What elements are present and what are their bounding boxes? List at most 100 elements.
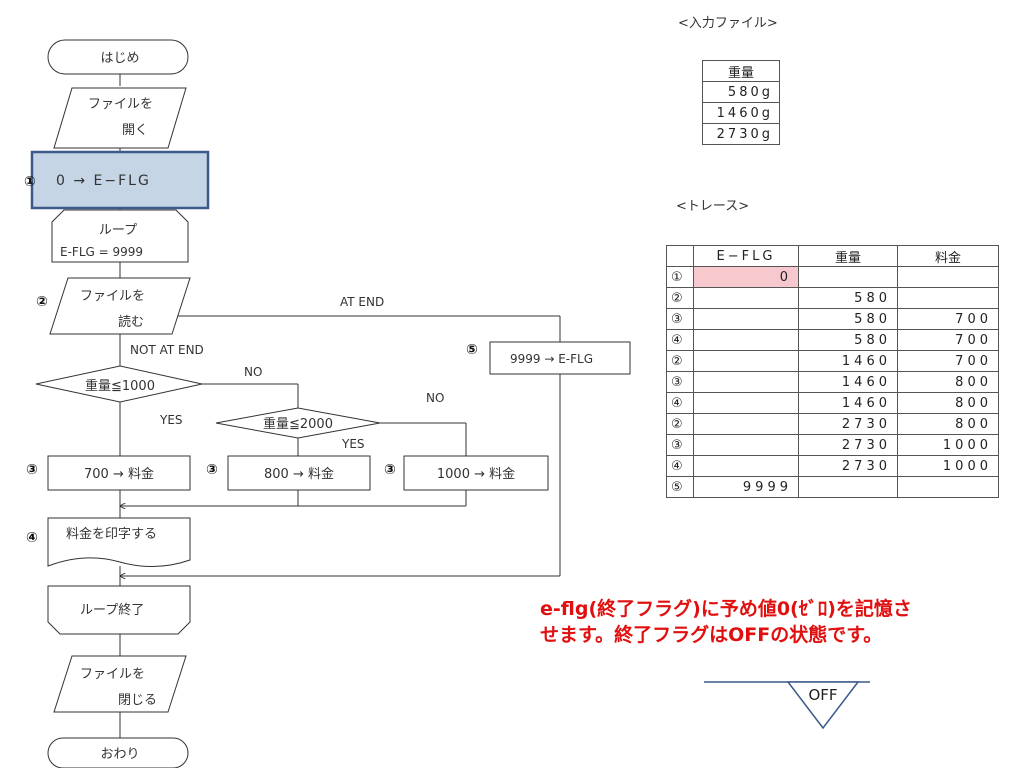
finish-terminal [47,737,189,768]
start-label: はじめ [100,51,139,66]
trace-cell-eflg [693,371,799,393]
end-set-process [489,341,631,375]
trace-header-weight: 重量 [798,245,898,267]
trace-cell-eflg [693,308,799,330]
close-file-io [53,655,187,713]
input-file-row: 1460g [702,102,780,124]
note-line-2: せます。終了フラグはOFFの状態です。 [540,624,883,646]
read-label-1: ファイルを [80,289,145,304]
condition-1-label: 重量≦1000 [85,378,155,394]
fee-1000-process [403,455,549,491]
trace-cell-eflg [693,455,799,477]
marker-1: ① [24,174,36,190]
explanation-note: e-flg(終了フラグ)に予め値0(ｾﾞﾛ)を記憶さ せます。終了フラグはOFF… [540,596,1010,648]
fee-1000-label: 1000 → 料金 [437,466,515,482]
marker-3a: ③ [26,462,38,478]
open-label-2: 開く [122,123,148,138]
trace-cell-step: ③ [666,371,694,393]
trace-cell-weight: 580 [798,329,898,351]
trace-cell-step: ② [666,350,694,372]
trace-cell-weight: 1460 [798,350,898,372]
open-label-1: ファイルを [88,97,153,112]
trace-cell-step: ② [666,287,694,309]
trace-cell-fee: 700 [897,350,999,372]
trace-header-fee: 料金 [897,245,999,267]
not-at-end-label: NOT AT END [130,343,204,357]
input-file-table: 重量 580g 1460g 2730g [702,60,780,145]
loop-label-2: E-FLG = 9999 [60,245,143,259]
trace-cell-eflg [693,413,799,435]
condition-2 [215,407,381,439]
flowchart: はじめ ファイルを 開く 0 → E−FLG ループ E-FLG = 9999 … [24,39,631,768]
trace-cell-weight: 2730 [798,455,898,477]
trace-cell-fee: 800 [897,371,999,393]
trace-cell-step: ④ [666,455,694,477]
trace-cell-step: ④ [666,329,694,351]
trace-cell-step: ① [666,266,694,288]
trace-cell-eflg [693,329,799,351]
yes-label-2: YES [341,437,365,451]
trace-cell-fee: 800 [897,413,999,435]
trace-cell-step: ④ [666,392,694,414]
trace-cell-fee [897,287,999,309]
marker-4: ④ [26,530,38,546]
fee-800-label: 800 → 料金 [264,466,334,482]
open-file-io [53,87,187,149]
loop-label-1: ループ [99,223,137,238]
close-label-2: 閉じる [118,693,157,708]
trace-cell-weight: 2730 [798,434,898,456]
input-file-title: <入力ファイル> [678,16,778,31]
trace-cell-eflg: 0 [693,266,799,288]
trace-row: ② 580 [666,287,999,309]
trace-cell-eflg [693,287,799,309]
trace-cell-weight [798,266,898,288]
trace-cell-step: ② [666,413,694,435]
marker-3c: ③ [384,462,396,478]
print-output [47,517,191,568]
trace-cell-step: ③ [666,434,694,456]
trace-cell-weight [798,476,898,498]
off-flag-label: OFF [808,686,837,704]
trace-cell-fee: 800 [897,392,999,414]
trace-cell-step: ⑤ [666,476,694,498]
marker-2: ② [36,294,48,310]
input-file-row: 580g [702,81,780,103]
marker-3b: ③ [206,462,218,478]
trace-cell-fee [897,266,999,288]
end-set-label: 9999 → E-FLG [510,352,593,366]
finish-label: おわり [100,747,139,762]
trace-header-step [666,245,694,267]
yes-label-1: YES [159,413,183,427]
read-label-2: 読む [118,314,144,330]
trace-cell-eflg [693,392,799,414]
fee-800-process [227,455,371,491]
trace-cell-eflg [693,350,799,372]
loop-start [51,209,189,263]
flag-triangle [786,681,860,730]
close-label-1: ファイルを [80,667,145,682]
trace-cell-eflg [693,434,799,456]
marker-5: ⑤ [466,342,478,358]
trace-cell-weight: 580 [798,287,898,309]
fee-700-process [47,455,191,491]
at-end-label: AT END [340,295,384,309]
condition-2-label: 重量≦2000 [263,416,333,432]
trace-cell-step: ③ [666,308,694,330]
input-file-header: 重量 [702,60,780,82]
no-label-1: NO [244,365,262,379]
init-label: 0 → E−FLG [56,173,151,189]
print-label: 料金を印字する [66,526,157,542]
trace-cell-weight: 580 [798,308,898,330]
note-line-1: e-flg(終了フラグ)に予め値0(ｾﾞﾛ)を記憶さ [540,598,912,620]
trace-cell-fee: 1000 [897,455,999,477]
off-flag: OFF [704,681,870,730]
read-file-io [49,277,191,335]
trace-cell-eflg: 9999 [693,476,799,498]
